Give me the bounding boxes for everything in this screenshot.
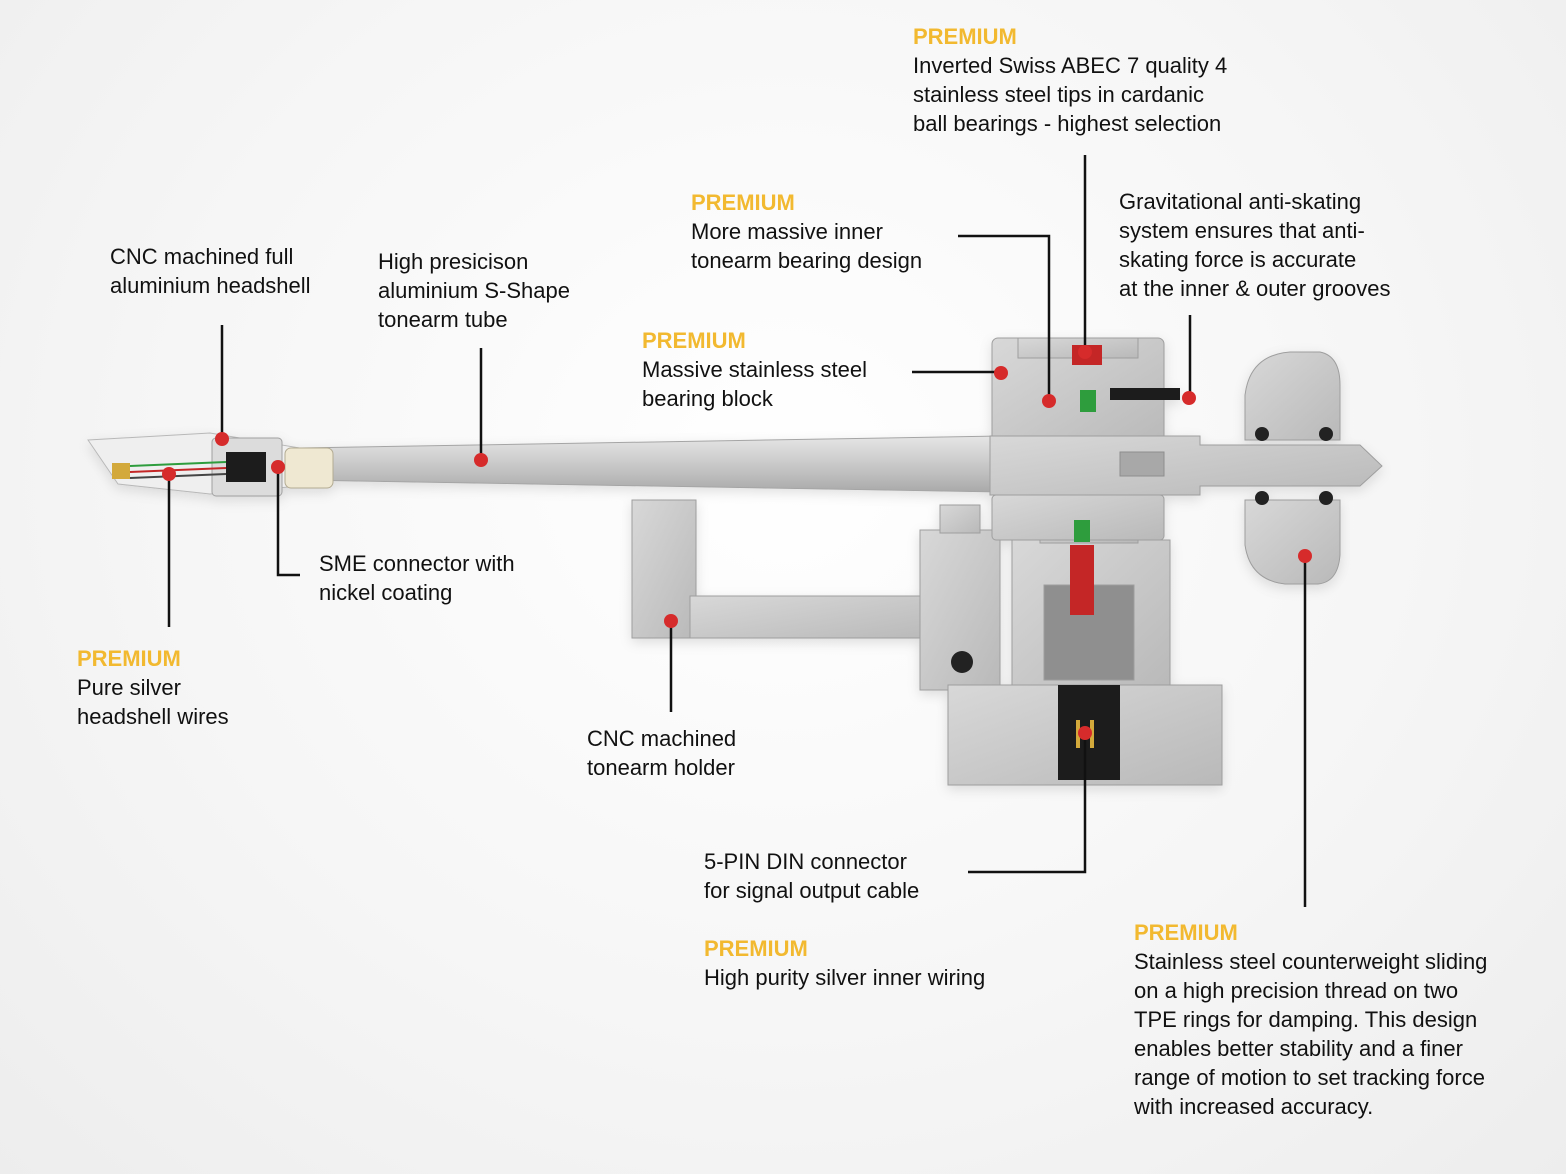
- leader-lines: [167, 155, 1307, 907]
- callout-text: High presicison aluminium S-Shape tonear…: [378, 249, 570, 332]
- marker-counterweight: [1298, 549, 1312, 563]
- leader-sme: [276, 468, 300, 577]
- premium-label: PREMIUM: [1134, 920, 1238, 945]
- callout-din: 5-PIN DIN connector for signal output ca…: [704, 847, 919, 905]
- callout-text: High purity silver inner wiring: [704, 965, 986, 990]
- callout-text: Inverted Swiss ABEC 7 quality 4 stainles…: [913, 53, 1228, 136]
- callout-text: Massive stainless steel bearing block: [642, 357, 867, 411]
- callout-text: More massive inner tonearm bearing desig…: [691, 219, 923, 273]
- marker-holder: [664, 614, 678, 628]
- marker-bearings: [1078, 345, 1092, 359]
- premium-label: PREMIUM: [77, 646, 181, 671]
- tonearm-holder-part: [631, 499, 1001, 691]
- bearing-block-part: [991, 337, 1180, 615]
- callout-holder: CNC machined tonearm holder: [587, 724, 736, 782]
- callout-text: Pure silver headshell wires: [77, 675, 229, 729]
- premium-label: PREMIUM: [691, 190, 795, 215]
- callout-wires: PREMIUM Pure silver headshell wires: [77, 644, 229, 731]
- callout-inner-wiring: PREMIUM High purity silver inner wiring: [704, 934, 985, 992]
- callout-anti-skating: Gravitational anti-skating system ensure…: [1119, 187, 1391, 303]
- marker-dots: [162, 345, 1312, 740]
- callout-text: SME connector with nickel coating: [319, 551, 515, 605]
- premium-label: PREMIUM: [704, 936, 808, 961]
- callout-text: CNC machined tonearm holder: [587, 726, 737, 780]
- leader-inner-bearing: [958, 234, 1051, 400]
- premium-label: PREMIUM: [913, 24, 1017, 49]
- callout-inner-bearing: PREMIUM More massive inner tonearm beari…: [691, 188, 922, 275]
- marker-wires: [162, 467, 176, 481]
- tonearm-tube-part: [299, 435, 1383, 496]
- callout-counterweight: PREMIUM Stainless steel counterweight sl…: [1134, 918, 1487, 1121]
- premium-label: PREMIUM: [642, 328, 746, 353]
- callout-headshell: CNC machined full aluminium headshell: [110, 242, 311, 300]
- marker-tube: [474, 453, 488, 467]
- callout-text: 5-PIN DIN connector for signal output ca…: [704, 849, 920, 903]
- callout-text: CNC machined full aluminium headshell: [110, 244, 311, 298]
- callout-tube: High presicison aluminium S-Shape tonear…: [378, 247, 570, 334]
- marker-din: [1078, 726, 1092, 740]
- marker-anti-skating: [1182, 391, 1196, 405]
- callout-bearing-block: PREMIUM Massive stainless steel bearing …: [642, 326, 867, 413]
- marker-headshell: [215, 432, 229, 446]
- din-pins-part: [1076, 720, 1094, 748]
- callout-text: Gravitational anti-skating system ensure…: [1119, 189, 1391, 301]
- leader-din: [968, 735, 1087, 874]
- counterweight-part: [1244, 351, 1341, 585]
- callout-bearings: PREMIUM Inverted Swiss ABEC 7 quality 4 …: [913, 22, 1227, 138]
- marker-sme: [271, 460, 285, 474]
- marker-bearing-block: [994, 366, 1008, 380]
- callout-text: Stainless steel counterweight sliding on…: [1134, 949, 1488, 1119]
- marker-inner-bearing: [1042, 394, 1056, 408]
- headshell-part: [87, 432, 334, 497]
- callout-sme: SME connector with nickel coating: [319, 549, 515, 607]
